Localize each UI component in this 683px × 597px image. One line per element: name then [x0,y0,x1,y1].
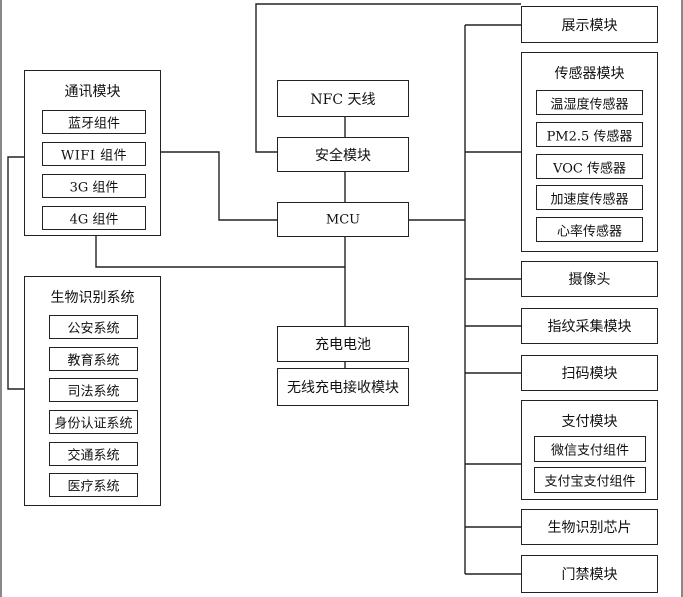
sensor-item-accel: 加速度传感器 [536,185,643,210]
camera-box: 摄像头 [521,261,658,297]
bio-item-justice: 司法系统 [49,378,138,402]
bio-item-identity: 身份认证系统 [49,410,138,434]
comm-module-title: 通讯模块 [64,84,121,100]
payment-module-title: 支付模块 [561,414,618,430]
battery-box: 充电电池 [277,326,409,362]
payment-item-wechat: 微信支付组件 [534,436,646,462]
nfc-antenna-box: NFC 天线 [277,80,409,117]
wireless-charge-box: 无线充电接收模块 [277,368,409,406]
right-edge [681,0,683,597]
security-module-box: 安全模块 [277,137,409,172]
bio-item-medical: 医疗系统 [49,473,138,497]
comm-item-wifi: WIFI 组件 [42,142,146,166]
bio-item-education: 教育系统 [49,347,138,371]
access-control-box: 门禁模块 [521,555,658,593]
sensor-item-heart-rate: 心率传感器 [536,217,643,242]
scan-module-box: 扫码模块 [521,355,658,391]
sensor-module-title: 传感器模块 [554,66,625,82]
sensor-item-temp-humidity: 温湿度传感器 [536,90,643,115]
comm-item-4g: 4G 组件 [42,206,146,230]
bio-chip-box: 生物识别芯片 [521,509,658,545]
comm-item-3g: 3G 组件 [42,174,146,198]
payment-item-alipay: 支付宝支付组件 [534,467,646,493]
display-module-box: 展示模块 [521,6,658,43]
bio-item-police: 公安系统 [49,315,138,339]
left-edge [0,0,2,597]
sensor-item-pm25: PM2.5 传感器 [536,122,643,147]
sensor-item-voc: VOC 传感器 [536,154,643,179]
bio-item-traffic: 交通系统 [49,442,138,466]
comm-item-bluetooth: 蓝牙组件 [42,110,146,134]
bio-system-title: 生物识别系统 [50,290,135,306]
fingerprint-box: 指纹采集模块 [521,308,658,344]
mcu-box: MCU [277,202,409,237]
